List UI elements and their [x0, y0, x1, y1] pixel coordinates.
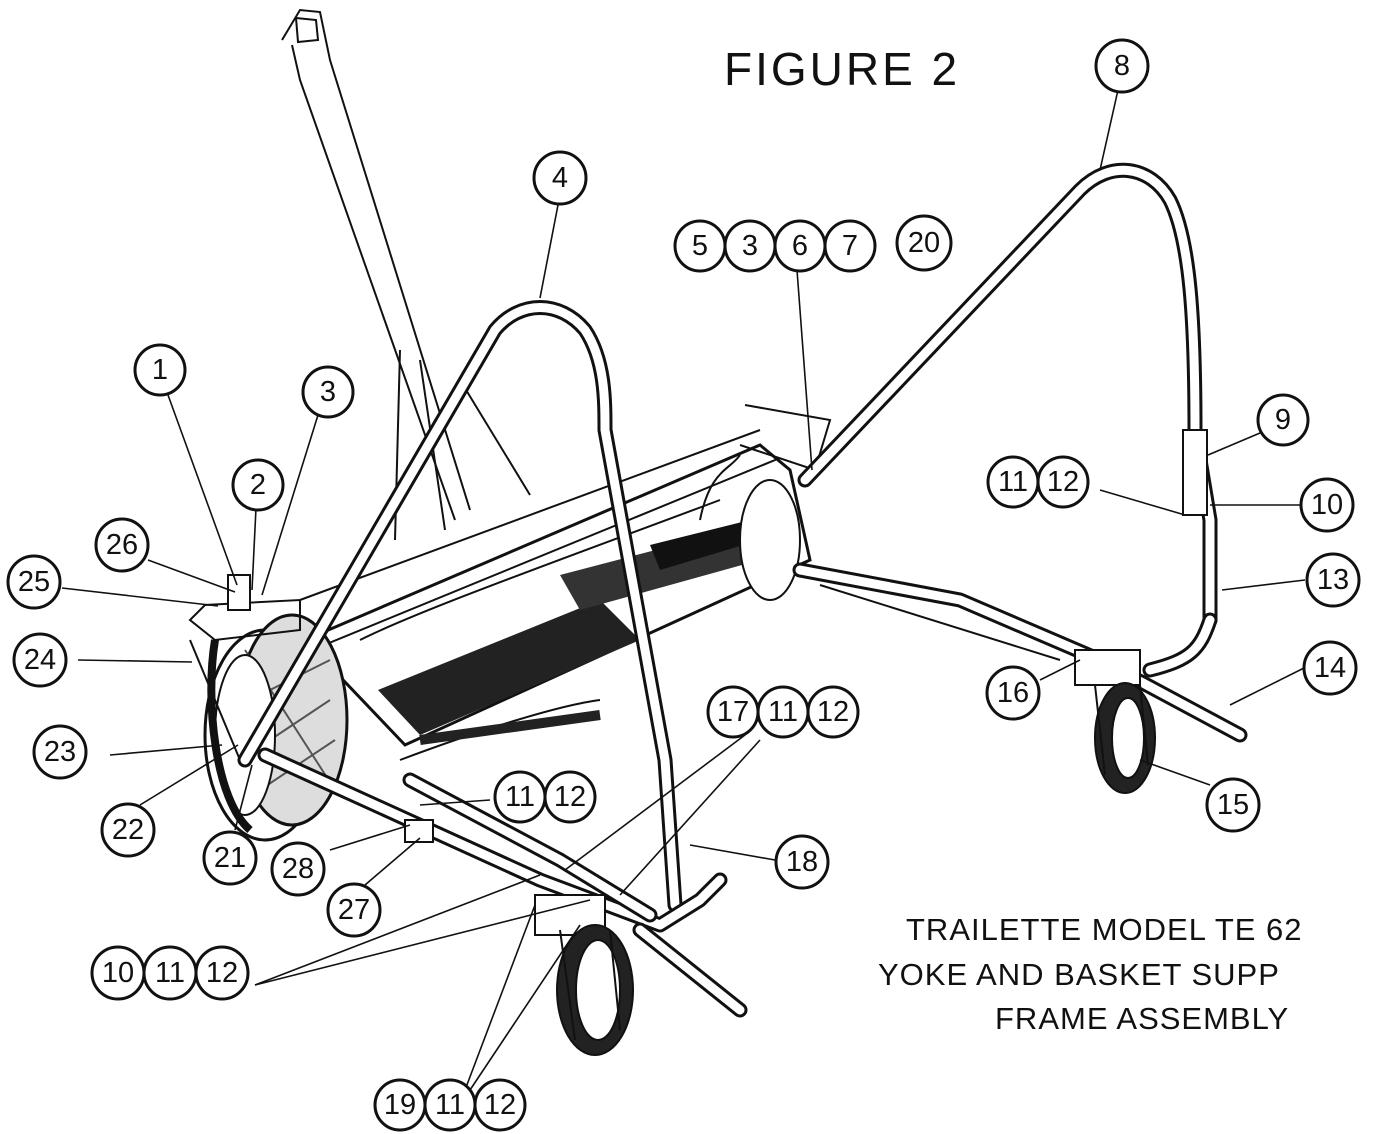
svg-text:13: 13	[1317, 564, 1349, 596]
svg-text:1: 1	[152, 354, 168, 386]
svg-text:12: 12	[554, 781, 586, 813]
callout-25: 25	[6, 554, 62, 610]
callout-21: 21	[202, 830, 258, 886]
callout-group-5-3-6-7-20: 5 3 6 7 20	[673, 214, 953, 273]
basket-support-frame	[257, 562, 1248, 1018]
tow-tongue	[281, 8, 531, 541]
svg-text:26: 26	[106, 529, 138, 561]
svg-text:12: 12	[1047, 466, 1079, 498]
callout-26: 26	[94, 517, 150, 573]
callout-2: 2	[231, 458, 285, 512]
callout-8: 8	[1094, 38, 1150, 94]
callout-1: 1	[133, 343, 187, 397]
svg-text:3: 3	[320, 376, 336, 408]
callout-3: 3	[301, 365, 355, 419]
svg-text:14: 14	[1314, 652, 1346, 684]
svg-text:7: 7	[842, 230, 858, 262]
callout-group-10-11-12: 10 11 12	[90, 945, 250, 1001]
callout-10: 10	[1299, 477, 1355, 533]
yoke-frame-front	[237, 300, 683, 913]
svg-text:11: 11	[768, 696, 798, 728]
svg-text:12: 12	[484, 1089, 516, 1121]
svg-text:5: 5	[692, 230, 708, 262]
callout-group-17-11-12: 17 11 12	[706, 685, 860, 739]
caption-line-1: TRAILETTE MODEL TE 62	[906, 912, 1303, 947]
callout-22: 22	[100, 802, 156, 858]
figure-title: FIGURE 2	[724, 43, 960, 95]
svg-text:11: 11	[998, 466, 1028, 498]
callouts: 1 2 3 4 5 3 6 7 20 8 9 10 11 12 13 14 15…	[6, 38, 1361, 1132]
callout-14: 14	[1302, 640, 1358, 696]
callout-23: 23	[32, 724, 88, 780]
svg-text:28: 28	[282, 853, 314, 885]
callout-24: 24	[12, 632, 68, 688]
callout-group-19-11-12: 19 11 12	[373, 1078, 527, 1132]
svg-text:8: 8	[1114, 50, 1130, 82]
svg-text:11: 11	[505, 781, 535, 813]
svg-text:22: 22	[112, 814, 144, 846]
svg-text:15: 15	[1217, 789, 1249, 821]
leader-lines	[61, 89, 1311, 1091]
svg-text:18: 18	[786, 846, 818, 878]
svg-text:24: 24	[24, 644, 56, 676]
svg-text:19: 19	[384, 1089, 416, 1121]
svg-text:16: 16	[997, 677, 1029, 709]
sweeper-drum	[299, 404, 832, 761]
callout-4: 4	[532, 150, 588, 206]
svg-text:4: 4	[552, 162, 568, 194]
callout-16: 16	[985, 665, 1041, 721]
yoke-frame-rear	[797, 162, 1218, 628]
caption-line-2: YOKE AND BASKET SUPP	[878, 957, 1280, 992]
svg-text:17: 17	[717, 696, 749, 728]
svg-text:2: 2	[250, 469, 266, 501]
svg-text:3: 3	[742, 230, 758, 262]
svg-text:9: 9	[1275, 404, 1291, 436]
callout-15: 15	[1205, 777, 1261, 833]
svg-text:20: 20	[908, 227, 940, 259]
callout-group-11-12-right: 11 12	[986, 455, 1090, 509]
svg-text:27: 27	[338, 894, 370, 926]
callout-28: 28	[270, 841, 326, 897]
callout-group-11-12-mid: 11 12	[493, 770, 597, 824]
svg-text:23: 23	[44, 736, 76, 768]
svg-text:10: 10	[102, 957, 134, 989]
svg-text:11: 11	[435, 1089, 465, 1121]
svg-text:12: 12	[817, 696, 849, 728]
callout-18: 18	[774, 834, 830, 890]
svg-text:11: 11	[155, 957, 185, 989]
callout-13: 13	[1305, 552, 1361, 608]
caption-line-3: FRAME ASSEMBLY	[995, 1001, 1289, 1036]
rear-caster	[1074, 649, 1156, 794]
assembly-drawing	[188, 8, 1248, 1056]
svg-text:6: 6	[792, 230, 808, 262]
svg-text:25: 25	[18, 566, 50, 598]
front-caster	[534, 894, 634, 1056]
callout-27: 27	[326, 882, 382, 938]
svg-text:21: 21	[214, 842, 246, 874]
callout-9: 9	[1256, 393, 1310, 447]
svg-text:10: 10	[1311, 489, 1343, 521]
svg-text:12: 12	[206, 957, 238, 989]
